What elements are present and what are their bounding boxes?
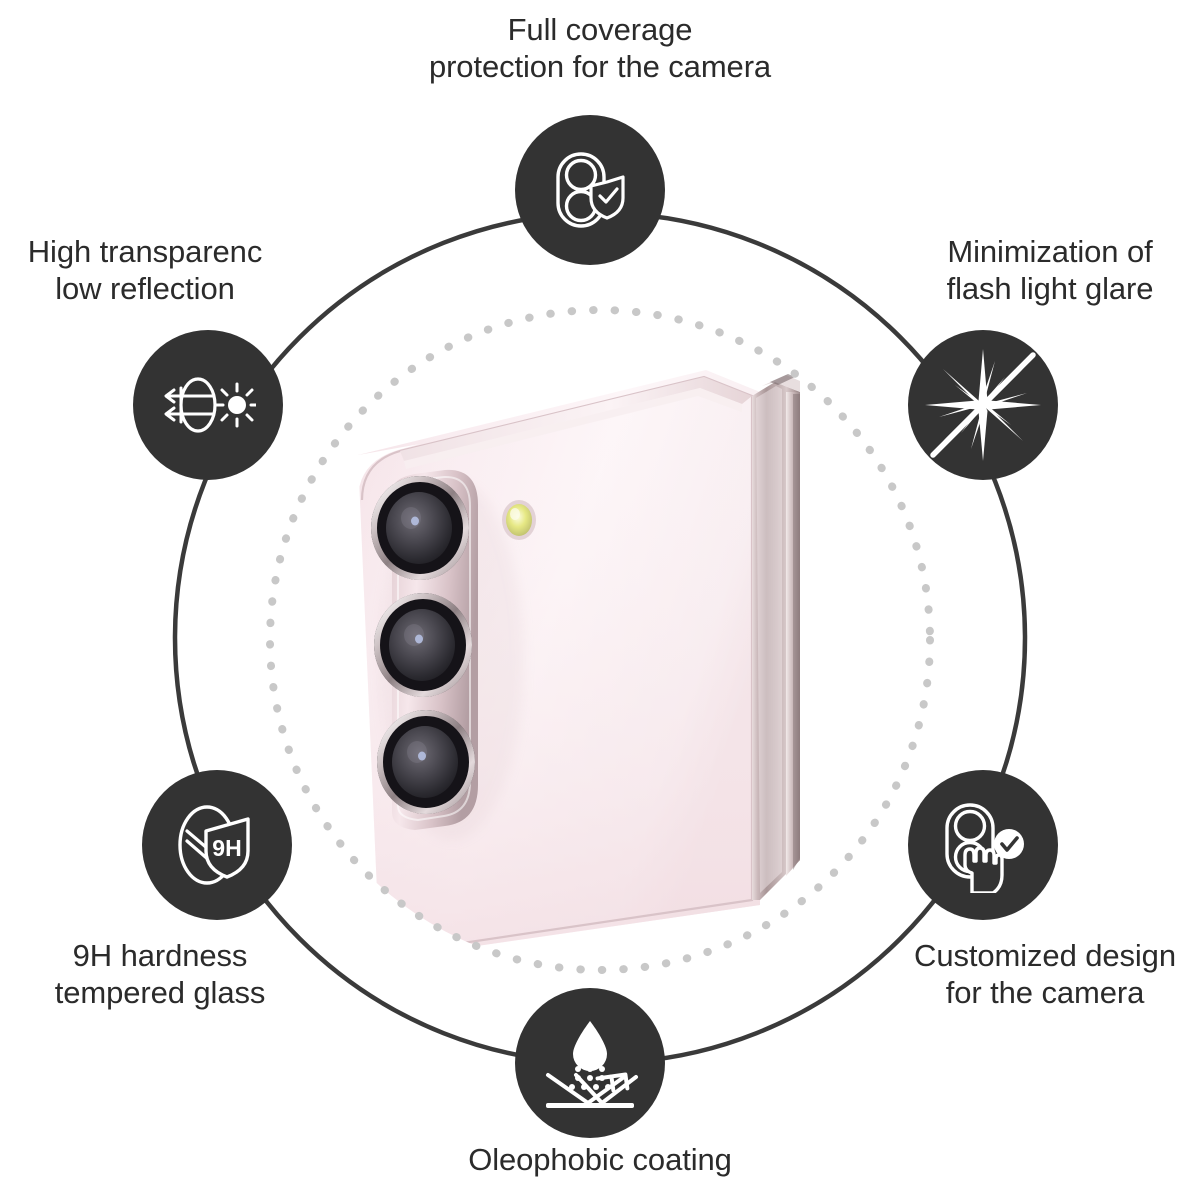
camera-flash <box>502 500 536 540</box>
camera-touch-check-icon <box>945 803 1024 893</box>
camera-lens-1 <box>371 476 469 580</box>
light-through-lens-icon <box>164 377 256 433</box>
feature-badge-full-coverage[interactable] <box>515 115 665 265</box>
phone-hinge-highlight <box>756 386 782 893</box>
feature-label-full-coverage: Full coverage protection for the camera <box>428 12 772 84</box>
feature-label-customized-design: Customized design for the camera <box>914 938 1176 1010</box>
feature-label-9h-hardness: 9H hardness tempered glass <box>54 938 266 1010</box>
camera-shield-check-icon <box>556 152 625 228</box>
feature-badge-high-transparency[interactable] <box>133 330 283 480</box>
feature-badge-oleophobic[interactable] <box>515 988 665 1138</box>
starburst-glare-icon <box>925 349 1041 461</box>
camera-lens-3 <box>377 710 475 814</box>
feature-label-high-transparency: High transparenc low reflection <box>27 234 263 306</box>
feature-badge-flash-glare[interactable] <box>908 330 1058 480</box>
water-repellent-droplet-icon <box>546 1021 638 1108</box>
feature-badge-9h-hardness[interactable]: 9H <box>142 770 292 920</box>
shield-9h-text: 9H <box>212 835 241 861</box>
feature-badge-customized-design[interactable] <box>908 770 1058 920</box>
camera-lens-2 <box>374 593 472 697</box>
phone-hinge-shadow <box>793 394 800 870</box>
lens-9h-shield-icon: 9H <box>178 805 250 885</box>
phone-body-group <box>358 370 800 960</box>
feature-label-oleophobic: Oleophobic coating <box>468 1142 732 1177</box>
feature-label-flash-glare: Minimization of flash light glare <box>946 234 1154 306</box>
